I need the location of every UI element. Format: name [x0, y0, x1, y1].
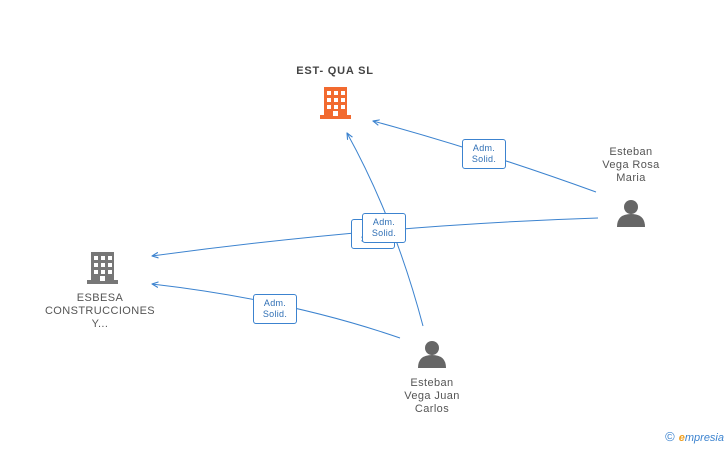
- company-esbesa-line-1: ESBESA: [76, 292, 124, 304]
- person-rosa-line-2: Vega Rosa: [602, 159, 660, 171]
- person-rosa-label[interactable]: Esteban Vega Rosa Maria: [583, 146, 679, 185]
- edge-label-line: Solid.: [371, 228, 397, 238]
- brand-rest: mpresia: [684, 432, 724, 444]
- edge-label-rosa-esbesa: Adm. Solid.: [362, 213, 406, 243]
- building-icon[interactable]: [320, 87, 351, 119]
- person-juan-line-3: Carlos: [414, 403, 450, 415]
- person-rosa-line-1: Esteban: [609, 146, 653, 158]
- edge-label-line: Adm.: [472, 143, 496, 153]
- company-main-label[interactable]: EST- QUA SL: [270, 65, 400, 78]
- edge-label-juan-esbesa: Adm. Solid.: [253, 294, 297, 324]
- company-esbesa-line-2: CONSTRUCCIONES: [44, 305, 156, 317]
- person-icon[interactable]: [418, 341, 446, 368]
- edge-label-rosa-main: Adm. Solid.: [462, 139, 506, 169]
- person-icon[interactable]: [617, 200, 645, 227]
- edge-label-line: Solid.: [262, 309, 288, 319]
- person-rosa-line-3: Maria: [616, 172, 646, 184]
- empresia-watermark: ©empresia: [665, 429, 724, 444]
- person-juan-line-1: Esteban: [410, 377, 454, 389]
- company-esbesa-label[interactable]: ESBESA CONSTRUCCIONES Y...: [40, 292, 160, 331]
- brand-first-letter: e: [678, 432, 685, 444]
- person-juan-label[interactable]: Esteban Vega Juan Carlos: [382, 377, 482, 416]
- building-icon[interactable]: [87, 252, 118, 284]
- copyright-symbol: ©: [665, 429, 675, 444]
- company-main-name[interactable]: EST- QUA SL: [296, 65, 374, 77]
- person-juan-line-2: Vega Juan: [404, 390, 460, 402]
- edge-label-line: Adm.: [263, 298, 287, 308]
- edge-label-line: Solid.: [471, 154, 497, 164]
- company-esbesa-line-3: Y...: [91, 318, 109, 330]
- edge-label-line: Adm.: [372, 217, 396, 227]
